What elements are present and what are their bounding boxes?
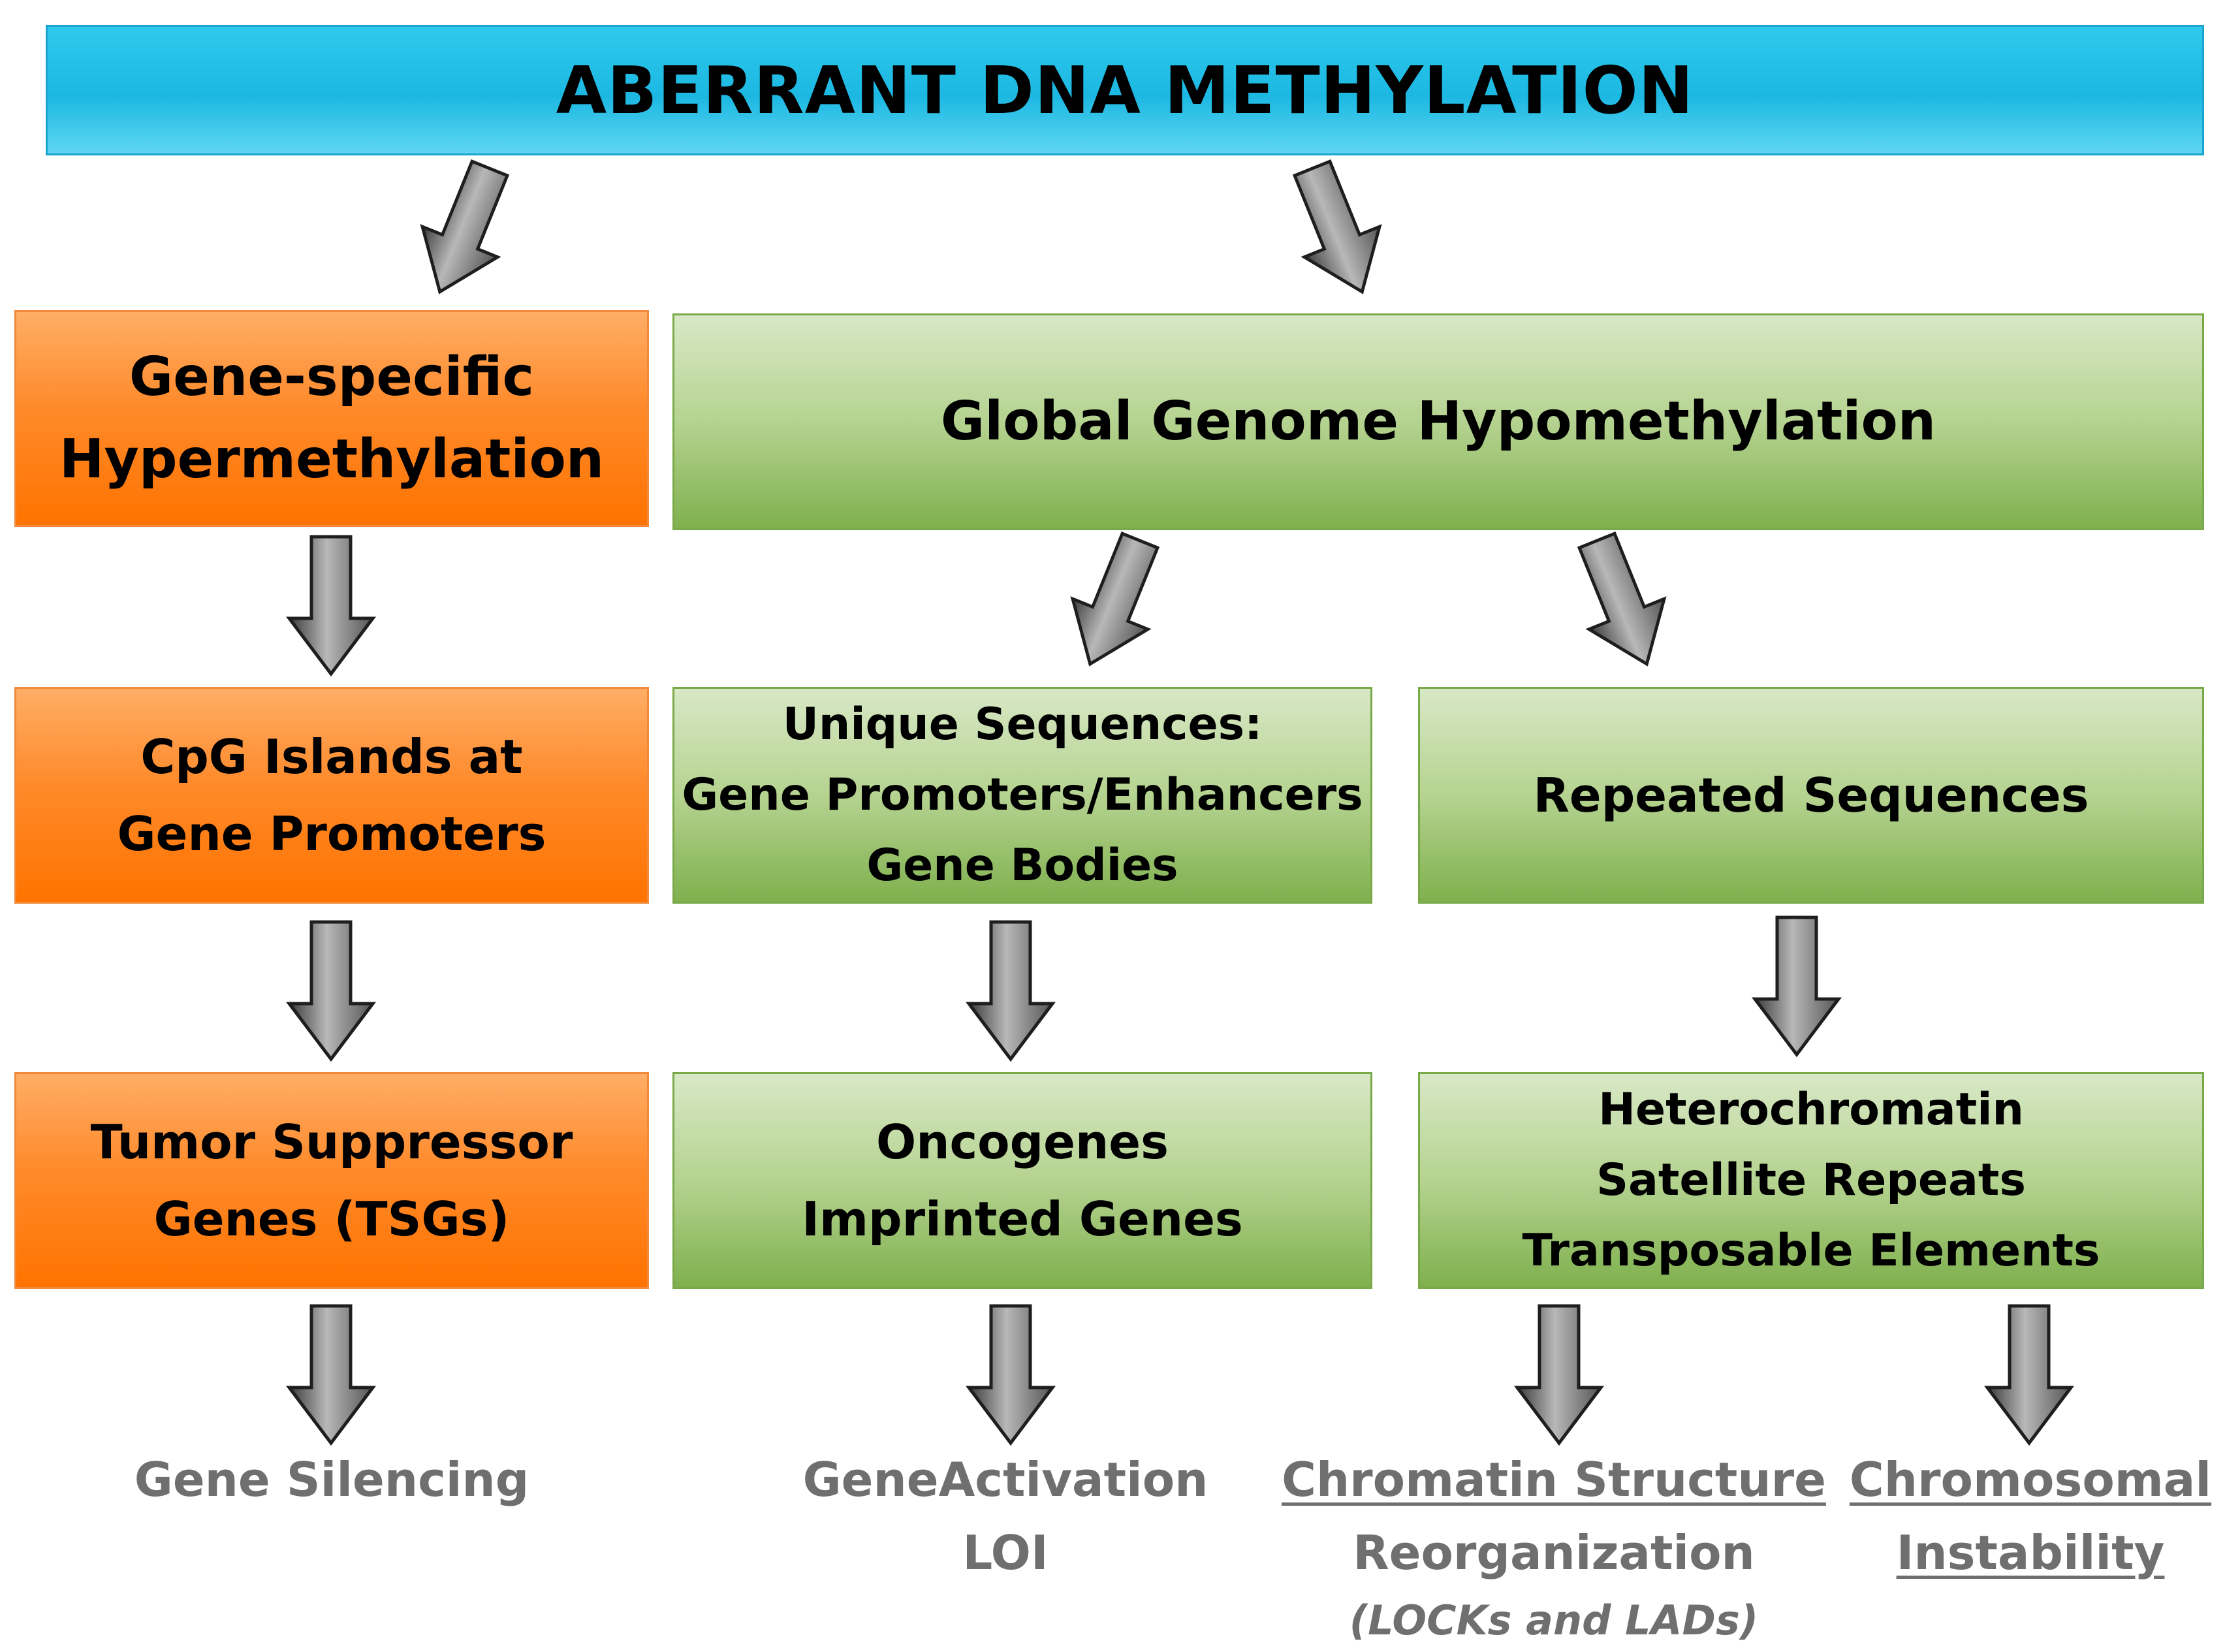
box-line: Heterochromatin <box>1598 1084 2024 1136</box>
box-gene-specific-hypermethylation: Gene-specific Hypermethylation <box>14 310 649 527</box>
arrow-icon <box>1987 1306 2071 1443</box>
box-line: Satellite Repeats <box>1596 1154 2026 1206</box>
box-line: CpG Islands at <box>140 729 523 784</box>
arrow-icon <box>969 922 1052 1059</box>
outcome-line: Instability <box>1896 1525 2165 1580</box>
arrow-icon <box>402 153 527 307</box>
box-line: Global Genome Hypomethylation <box>940 390 1936 453</box>
box-line: Tumor Suppressor <box>90 1115 573 1169</box>
outcome-gene-silencing: Gene Silencing <box>14 1443 649 1516</box>
box-oncogenes: Oncogenes Imprinted Genes <box>672 1072 1372 1289</box>
arrow-icon <box>1274 153 1399 307</box>
arrow-icon <box>289 1306 373 1443</box>
box-line: Gene Promoters/Enhancers <box>682 769 1363 821</box>
outcome-chromosomal-instability: Chromosomal Instability <box>1848 1443 2213 1589</box>
box-unique-sequences: Unique Sequences: Gene Promoters/Enhance… <box>672 687 1372 904</box>
box-line: Genes (TSGs) <box>153 1192 510 1247</box>
box-line: Repeated Sequences <box>1533 768 2089 823</box>
arrow-icon <box>1755 917 1838 1055</box>
outcome-line: Reorganization <box>1353 1525 1755 1580</box>
box-global-genome-hypomethylation: Global Genome Hypomethylation <box>672 313 2204 530</box>
box-line: Gene Bodies <box>866 840 1178 891</box>
arrow-icon <box>1517 1306 1601 1443</box>
arrow-icon <box>289 537 373 674</box>
arrow-icon <box>1559 526 1684 679</box>
box-line: Transposable Elements <box>1522 1225 2100 1277</box>
box-heterochromatin: Heterochromatin Satellite Repeats Transp… <box>1418 1072 2204 1289</box>
outcome-chromatin-reorganization: Chromatin Structure Reorganization (LOCK… <box>1280 1443 1828 1652</box>
box-line: Unique Sequences: <box>782 699 1263 750</box>
arrow-icon <box>1052 526 1177 679</box>
outcome-line: LOI <box>962 1525 1049 1580</box>
diagram-title: ABERRANT DNA METHYLATION <box>46 25 2204 155</box>
outcome-line: Chromatin Structure <box>1282 1452 1826 1507</box>
outcome-line: Gene Silencing <box>134 1452 529 1507</box>
outcome-note: (LOCKs and LADs) <box>1349 1596 1759 1644</box>
outcome-line: Chromosomal <box>1849 1452 2212 1507</box>
diagram-title-text: ABERRANT DNA METHYLATION <box>556 52 1694 129</box>
outcome-line: GeneActivation <box>802 1452 1208 1507</box>
box-line: Hypermethylation <box>59 428 605 490</box>
box-line: Gene Promoters <box>117 806 546 861</box>
outcome-gene-activation: GeneActivation LOI <box>672 1443 1338 1589</box>
box-cpg-islands: CpG Islands at Gene Promoters <box>14 687 649 904</box>
arrow-icon <box>969 1306 1052 1443</box>
box-line: Gene-specific <box>129 346 535 408</box>
box-line: Oncogenes <box>876 1115 1169 1169</box>
box-line: Imprinted Genes <box>802 1192 1243 1247</box>
box-repeated-sequences: Repeated Sequences <box>1418 687 2204 904</box>
arrow-icon <box>289 922 373 1059</box>
box-tumor-suppressor-genes: Tumor Suppressor Genes (TSGs) <box>14 1072 649 1289</box>
